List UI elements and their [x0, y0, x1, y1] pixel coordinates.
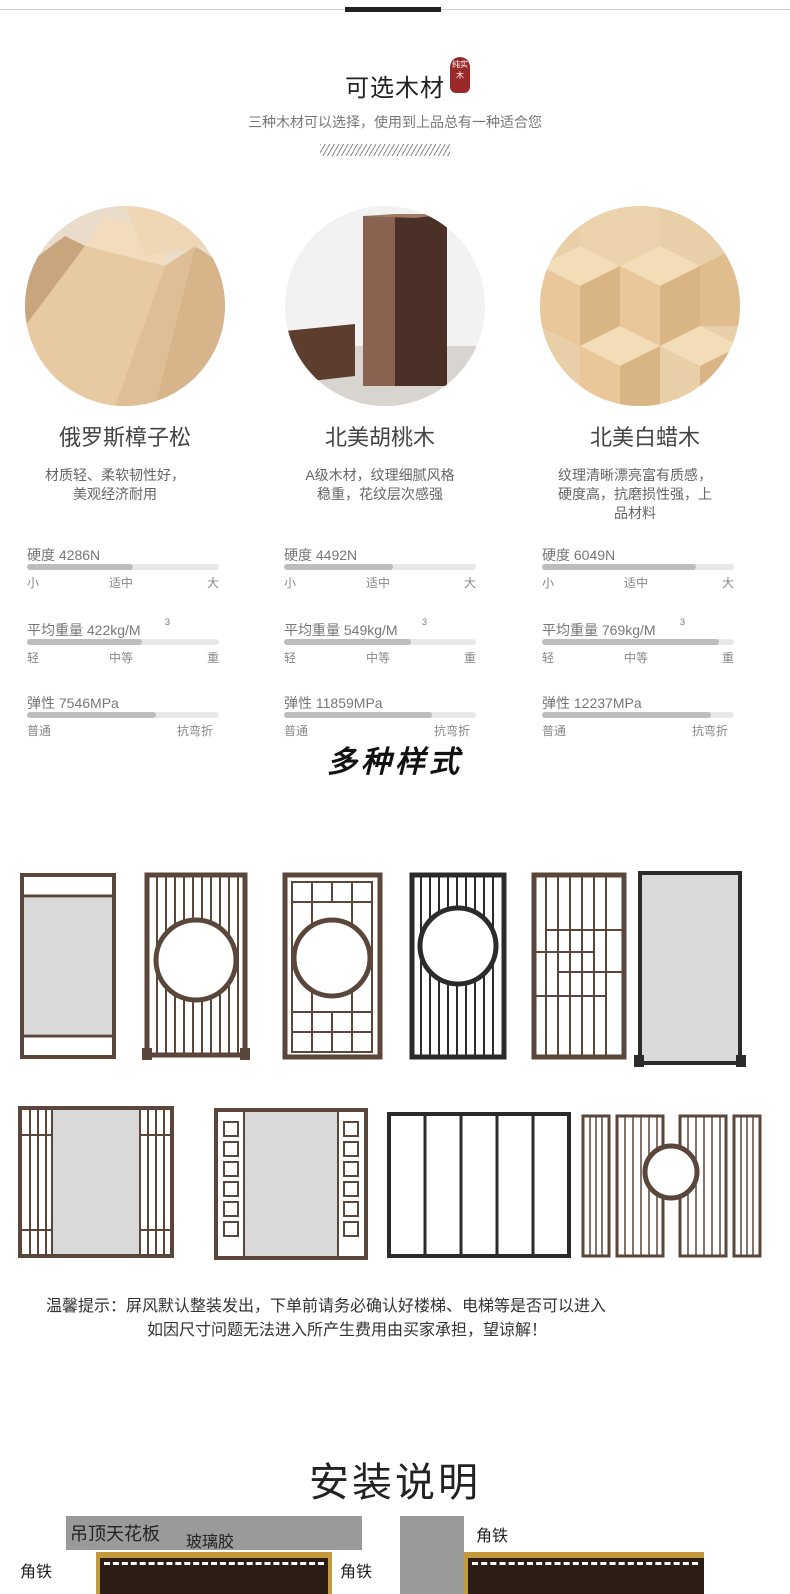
scale-label: 抗弯折 [692, 724, 729, 738]
desc-line: 硬度高，抗磨损性强，上 [558, 486, 712, 502]
notice-line-1: 温馨提示：屏风默认整装发出，下单前请务必确认好楼梯、电梯等是否可以进入 [46, 1296, 607, 1315]
scale-label: 普通 [284, 724, 309, 738]
weight-bar-fill [27, 639, 142, 645]
screen-style-1 [20, 873, 116, 1059]
desc-line: 美观经济耐用 [73, 486, 157, 502]
scale-label: 轻 [542, 651, 555, 665]
wall-block [400, 1516, 464, 1594]
right-bracket-label: 角铁 [340, 1562, 373, 1581]
desc-line: 材质轻、柔软韧性好， [45, 467, 185, 483]
screen-style-9 [387, 1112, 571, 1258]
scale-label: 中等 [624, 651, 649, 665]
screen-styles-gallery [18, 871, 762, 1260]
scale-label: 重 [464, 651, 477, 665]
elastic-bar-fill [542, 712, 711, 718]
ash-wood-image [540, 206, 740, 406]
wood-desc-ash: 纹理清晰漂亮富有质感， 硬度高，抗磨损性强，上 品材料 [525, 466, 745, 523]
scale-label: 适中 [366, 576, 391, 590]
seal-stamp: 纯实木 [450, 57, 470, 93]
scale-label: 轻 [284, 651, 297, 665]
section-subtitle: 三种木材可以选择，使用到上品总有一种适合您 [248, 115, 542, 131]
scale-label: 普通 [542, 724, 567, 738]
elastic-label: 弹性 11859MPa [284, 695, 383, 711]
elastic-bar [27, 712, 219, 718]
scale-label: 小 [284, 576, 297, 590]
hardness-label: 硬度 4286N [27, 547, 101, 563]
hardness-label: 硬度 6049N [542, 547, 616, 563]
unit-superscript: 3 [680, 617, 686, 627]
scale-label: 重 [722, 651, 735, 665]
glue-label: 玻璃胶 [186, 1532, 235, 1551]
weight-bar-fill [284, 639, 411, 645]
weight-label: 平均重量 549kg/M [284, 622, 398, 638]
elastic-bar [542, 712, 734, 718]
scale-label: 小 [542, 576, 555, 590]
ceiling-panel [66, 1516, 362, 1550]
screen-style-10 [581, 1114, 762, 1258]
scale-label: 普通 [27, 724, 52, 738]
scale-label: 大 [207, 576, 220, 590]
screen-style-3 [282, 872, 383, 1060]
screen-style-6 [634, 871, 746, 1067]
scale-label: 重 [207, 651, 220, 665]
weight-bar [284, 639, 476, 645]
notice-line-2: 如因尺寸问题无法进入所产生费用由买家承担，望谅解！ [147, 1320, 548, 1339]
scale-label: 抗弯折 [434, 724, 471, 738]
desc-line: 纹理清晰漂亮富有质感， [558, 467, 712, 483]
hardness-bar [542, 564, 734, 570]
scale-label: 小 [27, 576, 40, 590]
desc-line: 稳重，花纹层次感强 [317, 486, 443, 502]
weight-bar [542, 639, 734, 645]
bracket-label-2: 角铁 [476, 1526, 509, 1545]
hardness-bar-fill [542, 564, 696, 570]
hardness-label: 硬度 4492N [284, 547, 358, 563]
install-title: 安装说明 [309, 1460, 481, 1506]
screen-style-7 [18, 1106, 174, 1258]
rail-dashes-2 [472, 1562, 698, 1565]
weight-bar [27, 639, 219, 645]
elastic-bar-fill [284, 712, 432, 718]
hardness-bar [27, 564, 219, 570]
weight-label: 平均重量 769kg/M [542, 622, 656, 638]
wood-name-pine: 俄罗斯樟子松 [58, 425, 191, 450]
ceiling-label: 吊顶天花板 [70, 1524, 160, 1545]
desc-line: 品材料 [614, 505, 656, 521]
screen-style-8 [214, 1108, 368, 1260]
elastic-bar [284, 712, 476, 718]
decorative-hatch [320, 144, 450, 156]
unit-superscript: 3 [165, 617, 171, 627]
weight-bar-fill [542, 639, 719, 645]
hardness-bar [284, 564, 476, 570]
scale-label: 中等 [109, 651, 134, 665]
walnut-wood-image [285, 206, 485, 406]
scale-label: 适中 [109, 576, 134, 590]
desc-line: A级木材，纹理细腻风格 [305, 467, 455, 483]
unit-superscript: 3 [422, 617, 428, 627]
section-title: 可选木材 [345, 74, 445, 102]
screen-style-4 [409, 872, 507, 1060]
scale-label: 轻 [27, 651, 40, 665]
wood-desc-pine: 材质轻、柔软韧性好， 美观经济耐用 [5, 466, 225, 504]
wood-desc-walnut: A级木材，纹理细腻风格 稳重，花纹层次感强 [270, 466, 490, 504]
elastic-label: 弹性 7546MPa [27, 695, 119, 711]
elastic-bar-fill [27, 712, 156, 718]
hardness-bar-fill [27, 564, 133, 570]
hardness-bar-fill [284, 564, 393, 570]
wood-name-walnut: 北美胡桃木 [324, 425, 435, 450]
scale-label: 中等 [366, 651, 391, 665]
styles-title: 多种样式 [327, 745, 463, 780]
wood-name-ash: 北美白蜡木 [589, 425, 700, 450]
weight-label: 平均重量 422kg/M [27, 622, 141, 638]
screen-style-5 [531, 872, 627, 1060]
left-bracket-label: 角铁 [20, 1562, 53, 1581]
scale-label: 适中 [624, 576, 649, 590]
rail-dashes [104, 1562, 324, 1565]
elastic-label: 弹性 12237MPa [542, 695, 642, 711]
scale-label: 抗弯折 [177, 724, 214, 738]
active-tab-indicator [345, 7, 441, 12]
scale-label: 大 [722, 576, 735, 590]
pine-wood-image [25, 206, 225, 406]
screen-style-2 [142, 872, 250, 1060]
scale-label: 大 [464, 576, 477, 590]
